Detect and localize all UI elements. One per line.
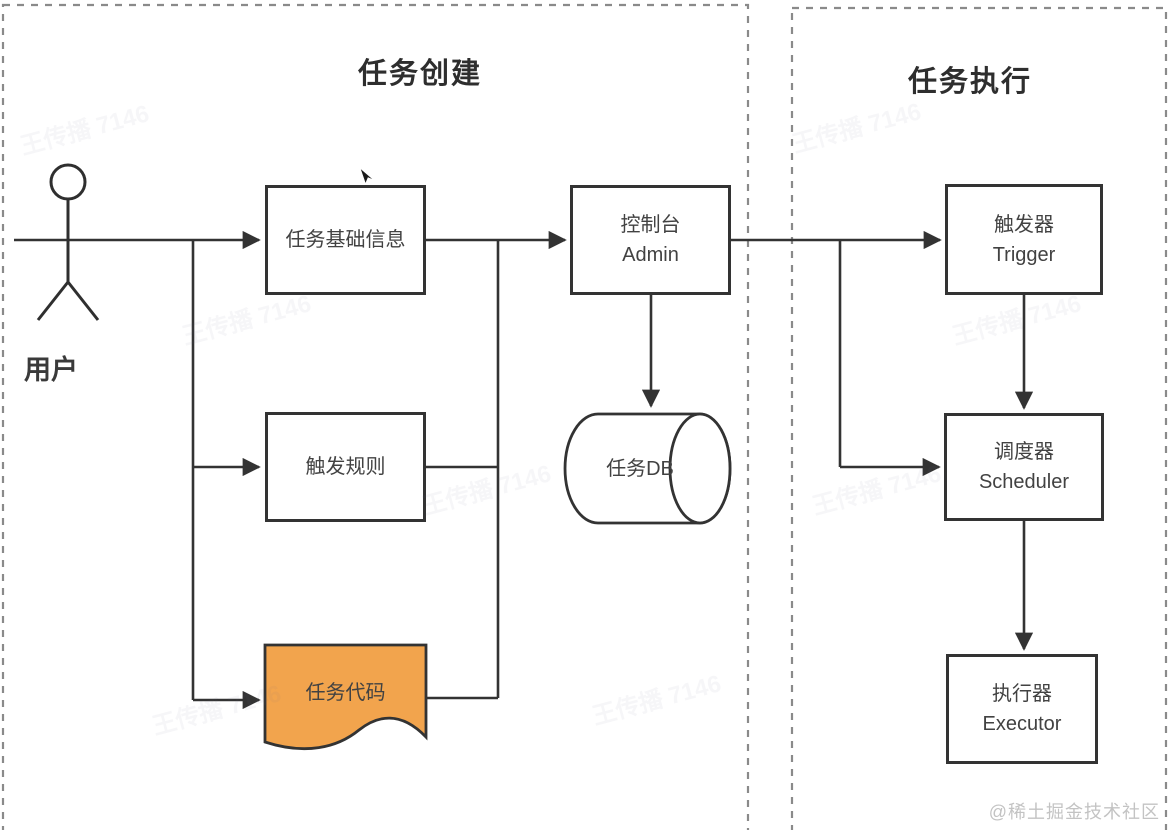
node-label: 任务代码 bbox=[305, 682, 386, 704]
node-label: 执行器 bbox=[992, 683, 1052, 705]
node-label: 任务DB bbox=[606, 457, 674, 480]
node-task-db: 任务DB bbox=[575, 414, 705, 523]
document-shape-task-code bbox=[263, 643, 428, 751]
node-task-basic-info: 任务基础信息 bbox=[265, 185, 426, 295]
node-trigger-rules: 触发规则 bbox=[265, 412, 426, 522]
database-cylinder-icon bbox=[563, 412, 732, 525]
node-sublabel: Admin bbox=[622, 244, 679, 266]
connector-lines bbox=[14, 230, 1034, 710]
node-label: 触发器 bbox=[994, 213, 1054, 236]
section-title-task-execution: 任务执行 bbox=[907, 66, 1032, 98]
node-admin-console: 控制台 Admin bbox=[570, 185, 731, 295]
node-label: 控制台 bbox=[620, 214, 681, 236]
node-sublabel: Trigger bbox=[992, 243, 1056, 266]
node-sublabel: Scheduler bbox=[978, 471, 1070, 493]
node-label: 任务基础信息 bbox=[285, 229, 406, 251]
mouse-cursor-icon bbox=[359, 166, 375, 186]
node-task-code: 任务代码 bbox=[265, 645, 426, 741]
user-actor-icon bbox=[36, 163, 100, 321]
node-label: 触发规则 bbox=[305, 456, 386, 478]
task-execution-panel-border bbox=[790, 6, 1168, 830]
node-label: 调度器 bbox=[994, 441, 1054, 463]
node-executor: 执行器 Executor bbox=[946, 654, 1098, 764]
node-scheduler: 调度器 Scheduler bbox=[944, 413, 1104, 521]
user-actor-label: 用户 bbox=[24, 355, 78, 385]
node-sublabel: Executor bbox=[982, 713, 1062, 735]
juejin-site-watermark: @稀土掘金技术社区 bbox=[988, 802, 1160, 822]
task-creation-panel-border bbox=[1, 3, 750, 830]
node-trigger: 触发器 Trigger bbox=[945, 184, 1103, 295]
section-title-task-creation: 任务创建 bbox=[357, 58, 482, 90]
